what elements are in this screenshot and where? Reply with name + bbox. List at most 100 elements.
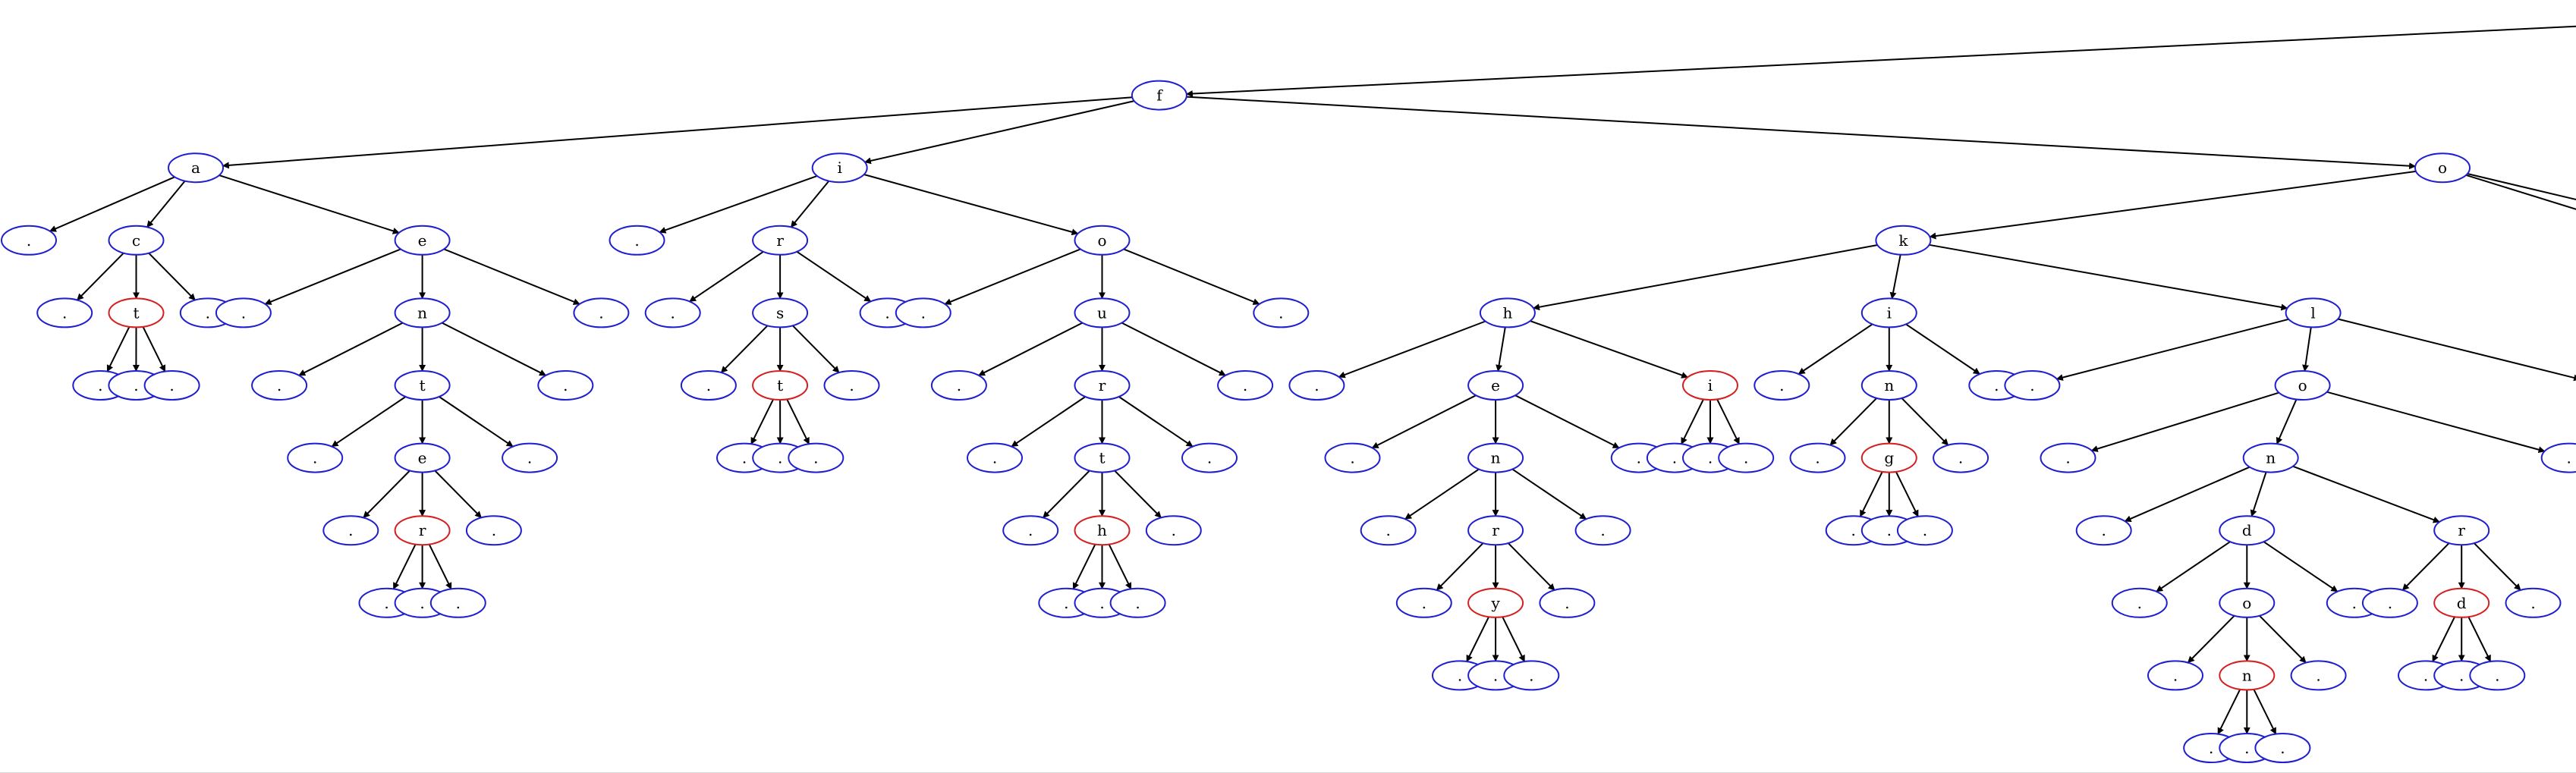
edge-arrow <box>2467 173 2576 201</box>
node-ellipse <box>680 370 737 401</box>
end-node: . <box>2040 442 2096 473</box>
node-label: i <box>1708 376 1713 394</box>
node-label: . <box>813 449 818 467</box>
node-ellipse <box>2433 587 2490 618</box>
node-label: d <box>2242 521 2252 539</box>
end-node: . <box>823 370 880 401</box>
edge-arrow <box>2090 391 2279 452</box>
node-label: . <box>313 449 317 467</box>
edge-arrow <box>1371 394 1477 449</box>
node-label: . <box>778 449 782 467</box>
edge-arrow <box>2337 318 2576 382</box>
node-label: e <box>1491 376 1500 394</box>
edge-arrow <box>1123 248 1260 305</box>
node-ellipse <box>1860 370 1917 401</box>
node-label: . <box>1064 594 1068 612</box>
end-node: . <box>573 297 630 328</box>
letter-node: r <box>752 225 809 256</box>
node-label: . <box>1600 521 1605 539</box>
node-label: r <box>1099 376 1106 394</box>
node-ellipse <box>752 297 809 328</box>
node-label: . <box>456 594 461 612</box>
node-ellipse <box>2219 660 2276 691</box>
node-ellipse <box>752 370 809 401</box>
letter-node: i <box>1860 297 1917 328</box>
node-ellipse <box>1131 80 1187 111</box>
edge-arrow <box>1114 470 1162 519</box>
letter-node: t <box>394 370 451 401</box>
node-ellipse <box>394 225 451 256</box>
node-ellipse <box>1467 370 1524 401</box>
node-ellipse <box>1896 515 1953 546</box>
letter-node: k <box>1875 225 1932 256</box>
node-label: . <box>1958 449 1963 467</box>
end-node: . <box>36 297 93 328</box>
node-label: i <box>1887 303 1892 322</box>
node-label: o <box>2298 376 2307 394</box>
edge-arrow <box>1859 471 1883 517</box>
word-end-node: h <box>1074 515 1131 546</box>
node-label: . <box>1172 521 1176 539</box>
node-label: . <box>599 303 603 322</box>
node-ellipse <box>1181 442 1238 473</box>
edge-arrow <box>428 544 452 590</box>
edge-arrow <box>1043 470 1090 519</box>
letter-node: n <box>394 297 451 328</box>
end-node: . <box>1181 442 1238 473</box>
letter-node: h <box>1479 297 1536 328</box>
end-node: . <box>1754 370 1810 401</box>
node-ellipse <box>1718 442 1775 473</box>
edge-arrow <box>1929 170 2417 240</box>
node-ellipse <box>2075 515 2132 546</box>
node-label: t <box>420 376 426 394</box>
node-label: u <box>1097 303 1107 322</box>
end-node: . <box>1395 587 1452 618</box>
end-node: . <box>2505 587 2562 618</box>
node-label: . <box>206 303 210 322</box>
node-label: . <box>2102 521 2106 539</box>
node-ellipse <box>1253 297 1310 328</box>
edge-arrow <box>1514 394 1620 449</box>
node-ellipse <box>108 225 165 256</box>
node-ellipse <box>1145 515 1202 546</box>
letter-node: d <box>2219 515 2276 546</box>
node-label: n <box>1491 449 1501 467</box>
end-node: . <box>2469 660 2526 691</box>
edge-arrow <box>2259 614 2307 664</box>
node-ellipse <box>394 515 451 546</box>
edge-arrow <box>1108 544 1132 590</box>
end-node: . <box>537 370 594 401</box>
letter-node: u <box>1074 297 1131 328</box>
edge-arrow <box>1905 323 1980 375</box>
edge-arrow <box>689 250 764 303</box>
node-ellipse <box>1467 587 1524 618</box>
end-node: . <box>143 370 200 401</box>
node-label: . <box>2137 594 2142 612</box>
node-label: . <box>2065 449 2070 467</box>
node-label: . <box>134 376 138 394</box>
node-label: . <box>1529 666 1533 684</box>
edge-arrow <box>720 325 769 373</box>
edge-arrow <box>1118 396 1194 448</box>
edge-arrow <box>2055 318 2289 381</box>
node-ellipse <box>2111 587 2168 618</box>
node-ellipse <box>1109 587 1166 618</box>
word-end-node: n <box>2219 660 2276 691</box>
edge-arrow <box>2217 689 2241 735</box>
edge-arrow <box>790 180 830 228</box>
node-label: . <box>420 594 424 612</box>
node-ellipse <box>1324 442 1381 473</box>
node-ellipse <box>1467 442 1524 473</box>
end-node: . <box>502 442 558 473</box>
letter-node: f <box>1131 80 1187 111</box>
letter-node: i <box>811 152 868 184</box>
end-node: . <box>1253 297 1310 328</box>
letter-node: l <box>2285 297 2342 328</box>
node-label: . <box>1279 303 1283 322</box>
node-label: . <box>706 376 711 394</box>
node-ellipse <box>1875 225 1932 256</box>
node-ellipse <box>1288 370 1345 401</box>
letter-node: o <box>1074 225 1131 256</box>
node-label: . <box>1887 521 1892 539</box>
